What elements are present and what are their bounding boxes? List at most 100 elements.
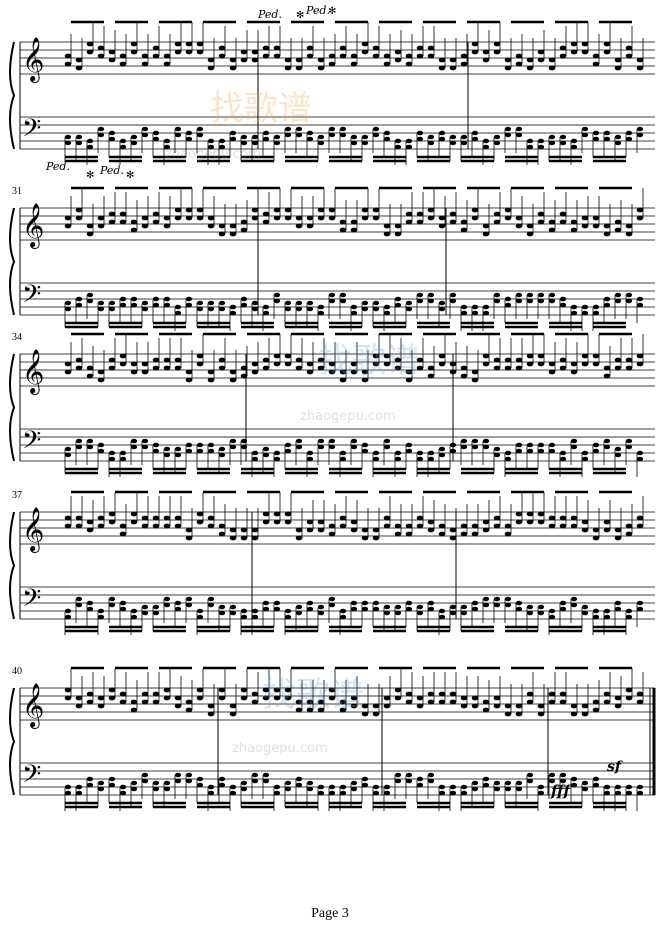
- note-head: [438, 523, 446, 529]
- note-head: [75, 444, 83, 450]
- note-head: [75, 57, 83, 63]
- note-head: [559, 606, 567, 612]
- note-head: [449, 65, 457, 71]
- note-head: [537, 57, 545, 63]
- note-head: [240, 140, 248, 146]
- note-head: [185, 377, 193, 383]
- note-head: [504, 596, 512, 602]
- note-head: [328, 61, 336, 67]
- note-head: [185, 535, 193, 541]
- note-head: [251, 140, 259, 146]
- note-head: [493, 49, 501, 55]
- note-head: [504, 302, 512, 308]
- note-head: [229, 535, 237, 541]
- note-head: [207, 515, 215, 521]
- note-head: [570, 438, 578, 444]
- note-head: [548, 778, 556, 784]
- note-head: [119, 606, 127, 612]
- note-head: [108, 365, 116, 371]
- note-head: [141, 515, 149, 521]
- note-head: [108, 695, 116, 701]
- note-head: [361, 703, 369, 709]
- note-head: [240, 608, 248, 614]
- note-head: [64, 784, 72, 790]
- note-head: [603, 438, 611, 444]
- note-head: [493, 134, 501, 140]
- measure-number: 40: [12, 666, 22, 677]
- note-head: [174, 606, 182, 612]
- note-head: [581, 215, 589, 221]
- note-head: [603, 608, 611, 614]
- note-head: [119, 790, 127, 796]
- note-head: [64, 614, 72, 620]
- note-head: [97, 442, 105, 448]
- note-head: [559, 302, 567, 308]
- watermark-brand: 找歌谱: [210, 89, 312, 129]
- note-head: [526, 511, 534, 517]
- note-head: [482, 231, 490, 237]
- note-head: [174, 49, 182, 55]
- note-head: [559, 140, 567, 146]
- note-head: [625, 608, 633, 614]
- note-head: [339, 614, 347, 620]
- note-head: [350, 438, 358, 444]
- note-head: [86, 606, 94, 612]
- note-head: [361, 215, 369, 221]
- note-head: [196, 49, 204, 55]
- note-head: [504, 132, 512, 138]
- note-head: [251, 614, 259, 620]
- note-head: [284, 215, 292, 221]
- note-head: [86, 444, 94, 450]
- systems-layer: 𝄞𝄢𝄞𝄢31𝄞𝄢34𝄞𝄢37𝄞𝄢40: [9, 20, 656, 811]
- note-head: [383, 610, 391, 616]
- note-head: [504, 531, 512, 537]
- note-head: [207, 377, 215, 383]
- note-head: [603, 527, 611, 533]
- note-head: [427, 365, 435, 371]
- note-head: [416, 219, 424, 225]
- note-head: [185, 596, 193, 602]
- note-head: [185, 772, 193, 778]
- note-head: [526, 138, 534, 144]
- note-head: [515, 448, 523, 454]
- note-head: [636, 523, 644, 529]
- note-head: [361, 527, 369, 533]
- note-head: [361, 776, 369, 782]
- note-head: [394, 357, 402, 363]
- note-head: [636, 353, 644, 359]
- note-head: [86, 292, 94, 298]
- note-head: [603, 691, 611, 697]
- note-head: [64, 790, 72, 796]
- note-head: [328, 602, 336, 608]
- note-head: [405, 691, 413, 697]
- note-head: [108, 687, 116, 693]
- note-head: [64, 306, 72, 312]
- note-head: [592, 448, 600, 454]
- note-head: [130, 227, 138, 233]
- note-head: [394, 365, 402, 371]
- note-head: [548, 691, 556, 697]
- note-head: [152, 786, 160, 792]
- note-head: [339, 219, 347, 225]
- bass-clef: 𝄢: [22, 280, 41, 315]
- note-head: [86, 691, 94, 697]
- note-head: [504, 602, 512, 608]
- note-head: [328, 215, 336, 221]
- note-head: [460, 61, 468, 67]
- note-head: [108, 136, 116, 142]
- note-head: [449, 610, 457, 616]
- note-head: [64, 300, 72, 306]
- note-head: [372, 784, 380, 790]
- note-head: [559, 357, 567, 363]
- note-head: [328, 438, 336, 444]
- note-head: [361, 377, 369, 383]
- note-head: [152, 699, 160, 705]
- note-head: [251, 300, 259, 306]
- note-head: [449, 790, 457, 796]
- note-head: [394, 456, 402, 462]
- note-head: [515, 703, 523, 709]
- note-head: [493, 515, 501, 521]
- note-head: [482, 596, 490, 602]
- note-head: [130, 519, 138, 525]
